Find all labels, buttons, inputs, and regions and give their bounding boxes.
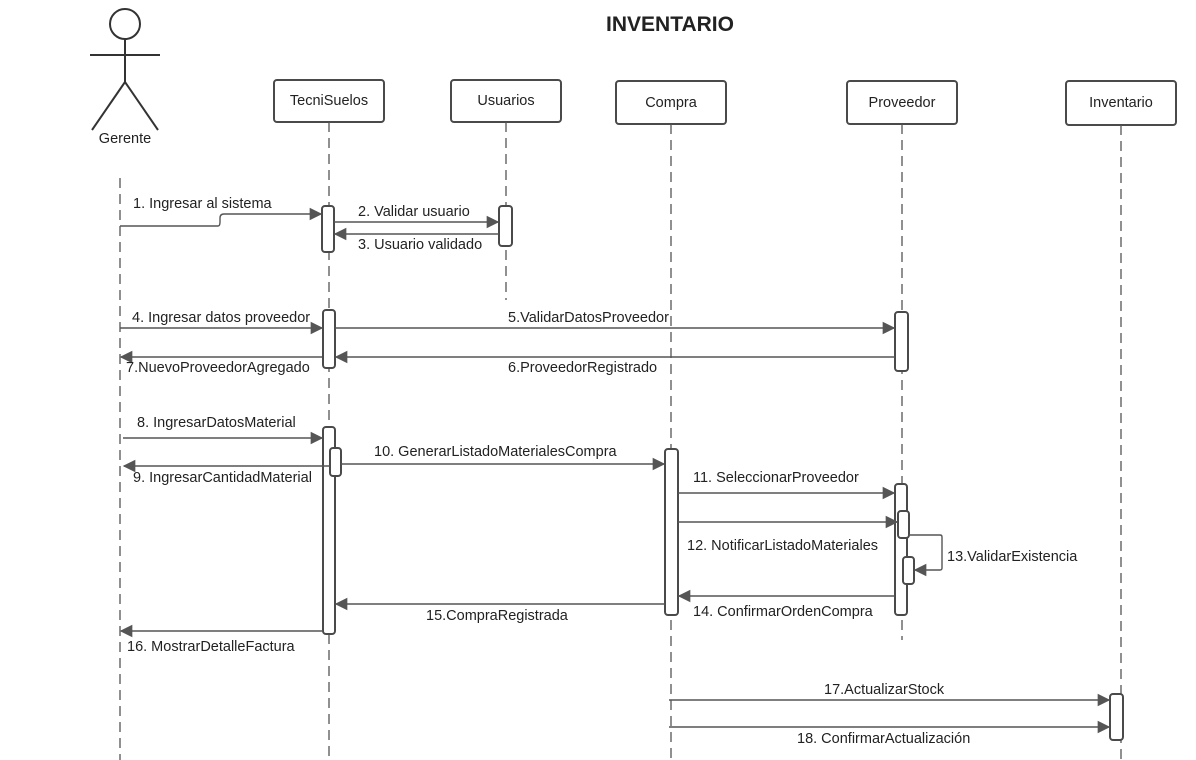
message-label: 8. IngresarDatosMaterial — [137, 415, 296, 431]
participant-proveedor: Proveedor — [846, 80, 958, 125]
actor-right-leg — [124, 81, 159, 131]
participant-compra: Compra — [615, 80, 727, 125]
participant-label: Compra — [645, 95, 698, 111]
participant-label: Usuarios — [477, 93, 534, 109]
participant-label: Proveedor — [869, 95, 936, 111]
activation-bar — [894, 483, 908, 616]
participant-inventario: Inventario — [1065, 80, 1177, 126]
actor-gerente: Gerente — [90, 8, 160, 147]
activation-bar — [322, 309, 336, 369]
message-label: 17.ActualizarStock — [824, 682, 945, 698]
message-label: 4. Ingresar datos proveedor — [132, 310, 310, 326]
message-arrow — [120, 207, 323, 227]
message-label: 10. GenerarListadoMaterialesCompra — [374, 444, 618, 460]
message-label: 1. Ingresar al sistema — [133, 196, 273, 212]
participant-tecnisuelos: TecniSuelos — [273, 79, 385, 123]
activation-bar — [664, 448, 679, 616]
participant-label: TecniSuelos — [290, 93, 368, 109]
message-label: 14. ConfirmarOrdenCompra — [693, 604, 874, 620]
activation-bar — [902, 556, 915, 585]
message-label: 2. Validar usuario — [358, 204, 470, 220]
activation-bar — [897, 510, 910, 539]
activation-bar — [894, 311, 909, 372]
message-label: 9. IngresarCantidadMaterial — [133, 470, 312, 486]
actor-head — [109, 8, 141, 40]
message-label: 5.ValidarDatosProveedor — [508, 310, 669, 326]
activation-bar — [329, 447, 342, 477]
activation-bar — [1109, 693, 1124, 741]
message-label: 12. NotificarListadoMateriales — [687, 538, 878, 554]
activation-bar — [498, 205, 513, 247]
activation-bar — [321, 205, 335, 253]
message-label: 13.ValidarExistencia — [947, 549, 1078, 565]
message-label: 6.ProveedorRegistrado — [508, 360, 657, 376]
participant-usuarios: Usuarios — [450, 79, 562, 123]
self-message-arrow — [909, 534, 943, 577]
message-label: 3. Usuario validado — [358, 237, 482, 253]
message-label: 11. SeleccionarProveedor — [693, 470, 859, 486]
actor-left-leg — [91, 81, 126, 131]
message-label: 7.NuevoProveedorAgregado — [126, 360, 310, 376]
message-label: 15.CompraRegistrada — [426, 608, 569, 624]
actor-name: Gerente — [99, 131, 151, 147]
message-label: 16. MostrarDetalleFactura — [127, 639, 296, 655]
message-label: 18. ConfirmarActualización — [797, 731, 970, 747]
participant-label: Inventario — [1089, 95, 1153, 111]
activation-bar — [322, 426, 336, 635]
diagram-title: INVENTARIO — [606, 13, 734, 36]
